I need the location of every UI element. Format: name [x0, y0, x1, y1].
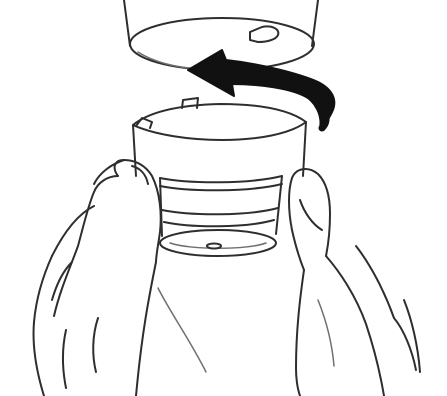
right-thumb-top [292, 169, 330, 256]
base-bottom-center [207, 244, 221, 249]
left-palm-edge [33, 322, 44, 396]
base-band-4 [164, 220, 274, 226]
left-palm-crease-1 [63, 330, 66, 388]
left-palm-crease-2 [93, 318, 98, 372]
base-top-rim-front [133, 122, 306, 140]
left-thumb [115, 160, 161, 262]
right-hand [289, 169, 420, 396]
base-body-left [133, 125, 136, 176]
cap-lug [250, 26, 278, 42]
base-band-3 [162, 208, 278, 214]
base-body-right [303, 122, 306, 176]
left-palm-inner [158, 288, 206, 372]
cap-left-edge [124, 0, 130, 46]
right-finger-line-1 [356, 246, 394, 318]
right-thumb [289, 178, 304, 270]
left-index-finger [54, 176, 118, 316]
left-hand [33, 160, 206, 396]
right-palm-crease [318, 300, 334, 366]
base-band-1 [160, 176, 282, 182]
rotate-arrow [188, 50, 334, 128]
right-thumbnail [300, 200, 322, 230]
base-top-rim-back [133, 104, 306, 125]
left-index-inner [94, 160, 124, 184]
right-finger-line-2 [404, 300, 420, 372]
base-band-2 [160, 184, 282, 190]
left-wrist [136, 262, 156, 396]
rotate-arrow-shape [188, 50, 334, 128]
right-palm-inner [296, 270, 304, 396]
